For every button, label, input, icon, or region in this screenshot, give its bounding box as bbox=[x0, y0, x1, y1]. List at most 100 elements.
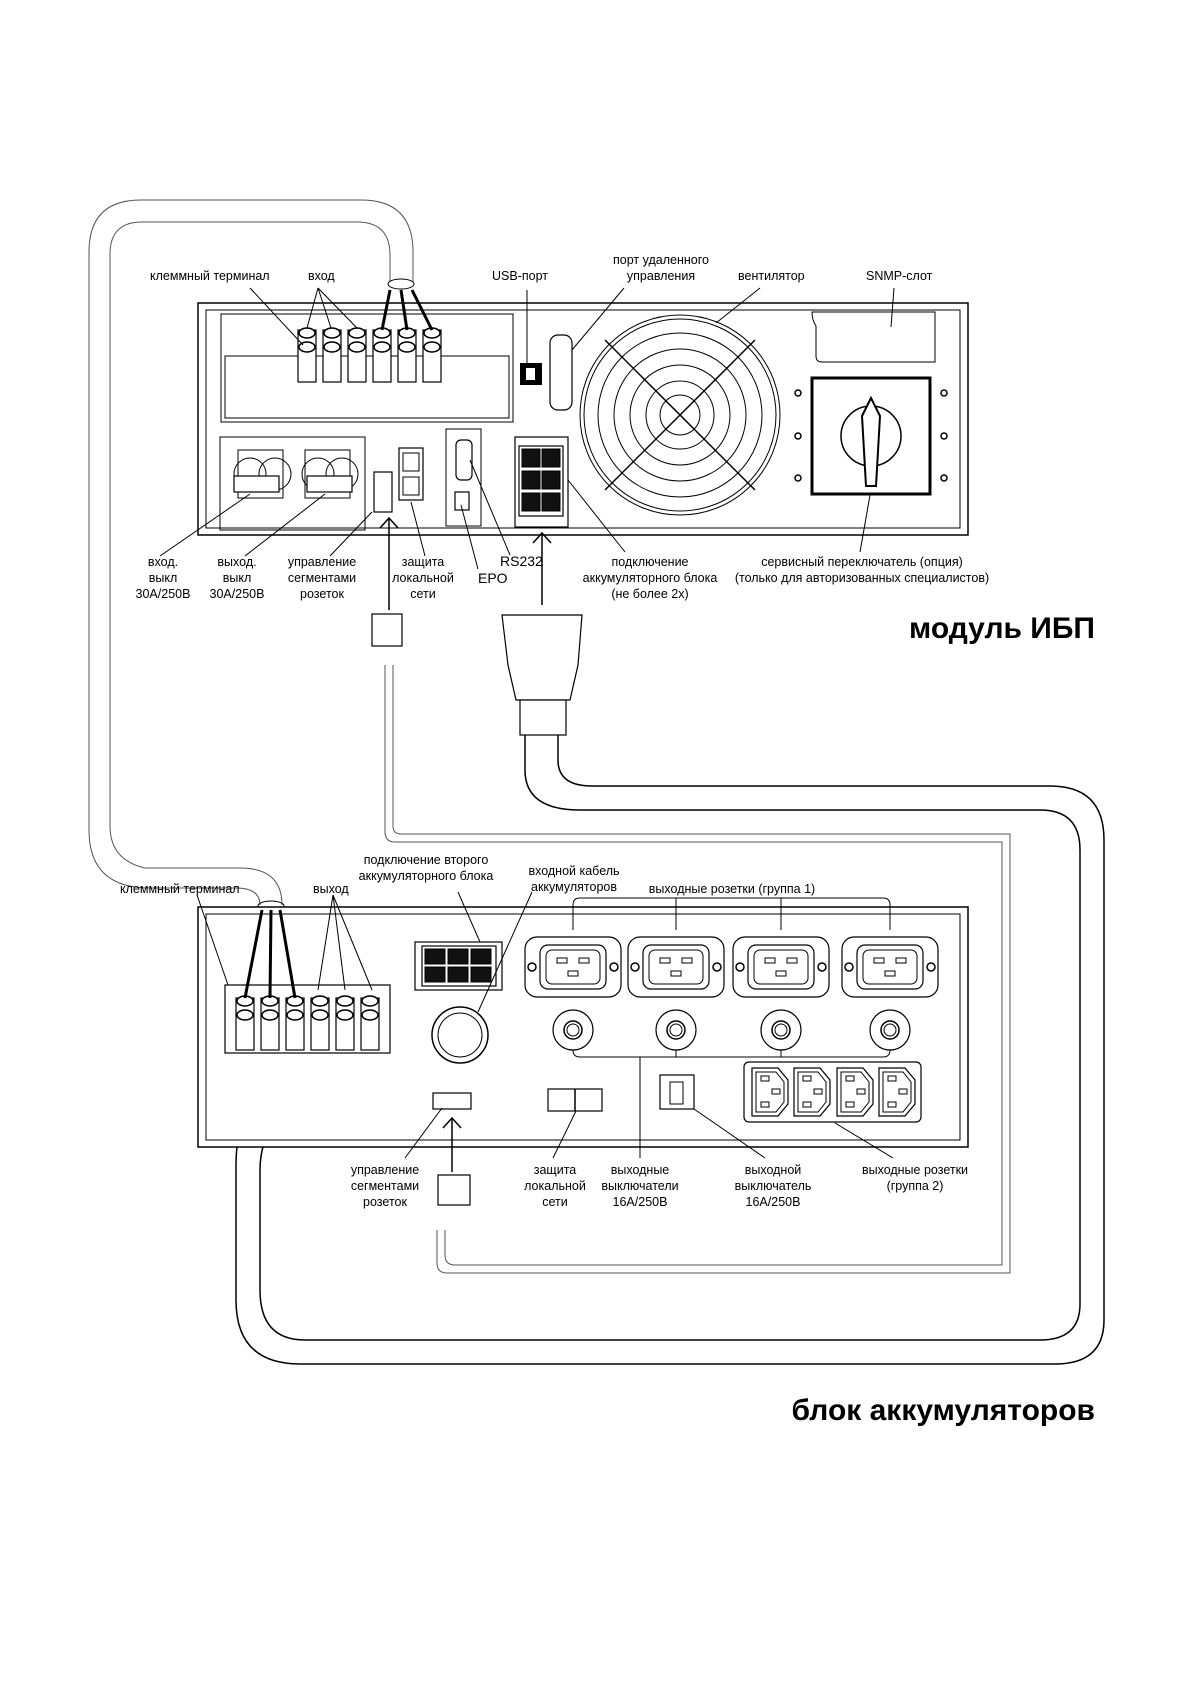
input-wire bbox=[380, 289, 392, 331]
output-wire bbox=[278, 909, 297, 999]
label-battery-connection-1: подключение bbox=[611, 555, 688, 569]
cable-grommet bbox=[431, 1006, 489, 1064]
output-breakers[interactable] bbox=[552, 1009, 911, 1051]
second-pack-connector[interactable] bbox=[414, 941, 503, 991]
input-output-breakers[interactable] bbox=[219, 436, 366, 531]
label-output-breaker-3: 16A/250В bbox=[746, 1195, 801, 1209]
c13-outlet[interactable] bbox=[751, 1067, 789, 1117]
label-input-cable-1: входной кабель bbox=[528, 864, 619, 878]
outlets-group-2[interactable] bbox=[743, 1061, 922, 1123]
output-wire bbox=[268, 909, 273, 999]
label-outlets-group-2-2: (группа 2) bbox=[887, 1179, 944, 1193]
leader-lines bbox=[159, 287, 895, 1159]
input-wire bbox=[410, 289, 434, 331]
c13-outlet[interactable] bbox=[793, 1067, 831, 1117]
label-fan: вентилятор bbox=[738, 269, 805, 283]
terminal-post bbox=[260, 995, 280, 1051]
terminal-post bbox=[347, 327, 367, 383]
label-outlets-group-1: выходные розетки (группа 1) bbox=[649, 882, 815, 896]
output-breaker-switch[interactable] bbox=[659, 1074, 695, 1110]
label-rs232: RS232 bbox=[500, 553, 543, 569]
ups-module-title: модуль ИБП bbox=[909, 612, 1095, 645]
terminal-post bbox=[335, 995, 355, 1051]
label-remote-port-1: порт удаленного bbox=[613, 253, 709, 267]
terminal-post bbox=[422, 327, 442, 383]
label-ups-input: вход bbox=[308, 269, 335, 283]
label-input-breaker-3: 30A/250В bbox=[136, 587, 191, 601]
label-remote-port-2: управления bbox=[627, 269, 695, 283]
terminal-post bbox=[235, 995, 255, 1051]
round-breaker[interactable] bbox=[552, 1009, 594, 1051]
fan bbox=[579, 314, 781, 516]
label-input-breaker-2: выкл bbox=[149, 571, 178, 585]
label-ups-terminal: клеммный терминал bbox=[150, 269, 270, 283]
label-usb-port: USB-порт bbox=[492, 269, 548, 283]
outlets-group-1[interactable] bbox=[524, 936, 939, 998]
c13-outlet[interactable] bbox=[878, 1067, 916, 1117]
battery-cable-plug bbox=[501, 614, 583, 736]
c13-outlet[interactable] bbox=[836, 1067, 874, 1117]
label-service-switch-1: сервисный переключатель (опция) bbox=[761, 555, 963, 569]
ups-battery-connector[interactable] bbox=[514, 436, 569, 528]
input-wire bbox=[399, 289, 409, 331]
battery-terminal-block bbox=[224, 909, 391, 1054]
label-snmp-slot: SNMP-слот bbox=[866, 269, 933, 283]
label-second-pack-2: аккумуляторного блока bbox=[359, 869, 494, 883]
label-battery-network-3: сети bbox=[542, 1195, 568, 1209]
terminal-post bbox=[322, 327, 342, 383]
snmp-slot[interactable] bbox=[811, 311, 936, 363]
label-output-breakers-1: выходные bbox=[611, 1163, 670, 1177]
label-outlets-group-2-1: выходные розетки bbox=[862, 1163, 968, 1177]
remote-port[interactable] bbox=[549, 334, 573, 411]
terminal-post bbox=[397, 327, 417, 383]
label-network-protection-3: сети bbox=[410, 587, 436, 601]
c19-outlet[interactable] bbox=[732, 936, 830, 998]
c19-outlet[interactable] bbox=[524, 936, 622, 998]
label-input-cable-2: аккумуляторов bbox=[531, 880, 617, 894]
label-battery-segment-2: сегментами bbox=[351, 1179, 419, 1193]
terminal-post bbox=[297, 327, 317, 383]
segment-control-plug bbox=[371, 613, 403, 647]
battery-pack-panel bbox=[197, 906, 969, 1148]
rs232-port[interactable] bbox=[455, 439, 473, 481]
terminal-post bbox=[285, 995, 305, 1051]
terminal-post bbox=[372, 327, 392, 383]
ups-module-panel bbox=[197, 289, 969, 536]
battery-pack-title: блок аккумуляторов bbox=[792, 1394, 1096, 1427]
c19-outlet[interactable] bbox=[627, 936, 725, 998]
label-output-breakers-3: 16A/250В bbox=[613, 1195, 668, 1209]
control-cable-ups-to-battery bbox=[384, 665, 1011, 1274]
round-breaker[interactable] bbox=[760, 1009, 802, 1051]
label-input-breaker-1: вход. bbox=[148, 555, 178, 569]
output-wire bbox=[243, 909, 264, 999]
terminal-post bbox=[310, 995, 330, 1051]
label-segment-control-1: управление bbox=[288, 555, 356, 569]
label-output-breaker-2: выкл bbox=[223, 571, 252, 585]
ups-arrows bbox=[379, 516, 552, 610]
label-battery-connection-3: (не более 2х) bbox=[611, 587, 688, 601]
round-breaker[interactable] bbox=[869, 1009, 911, 1051]
label-battery-output: выход bbox=[313, 882, 349, 896]
label-network-protection-2: локальной bbox=[392, 571, 454, 585]
label-segment-control-2: сегментами bbox=[288, 571, 356, 585]
label-network-protection-1: защита bbox=[402, 555, 445, 569]
label-output-breaker-2: выключатель bbox=[735, 1179, 812, 1193]
label-battery-network-1: защита bbox=[534, 1163, 577, 1177]
battery-segment-control-connector[interactable] bbox=[432, 1092, 472, 1110]
label-output-breaker-1: выход. bbox=[217, 555, 256, 569]
label-battery-segment-3: розеток bbox=[363, 1195, 407, 1209]
label-battery-connection-2: аккумуляторного блока bbox=[583, 571, 718, 585]
battery-segment-control-plug bbox=[437, 1174, 471, 1206]
label-output-breakers-2: выключатели bbox=[601, 1179, 678, 1193]
label-battery-network-2: локальной bbox=[524, 1179, 586, 1193]
segment-control-connector[interactable] bbox=[373, 471, 393, 513]
c19-outlet[interactable] bbox=[841, 936, 939, 998]
label-service-switch-2: (только для авторизованных специалистов) bbox=[735, 571, 989, 585]
terminal-post bbox=[360, 995, 380, 1051]
service-switch[interactable] bbox=[794, 376, 948, 496]
label-segment-control-3: розеток bbox=[300, 587, 344, 601]
round-breaker[interactable] bbox=[655, 1009, 697, 1051]
label-second-pack-1: подключение второго bbox=[364, 853, 489, 867]
label-output-breaker-1: выходной bbox=[745, 1163, 802, 1177]
